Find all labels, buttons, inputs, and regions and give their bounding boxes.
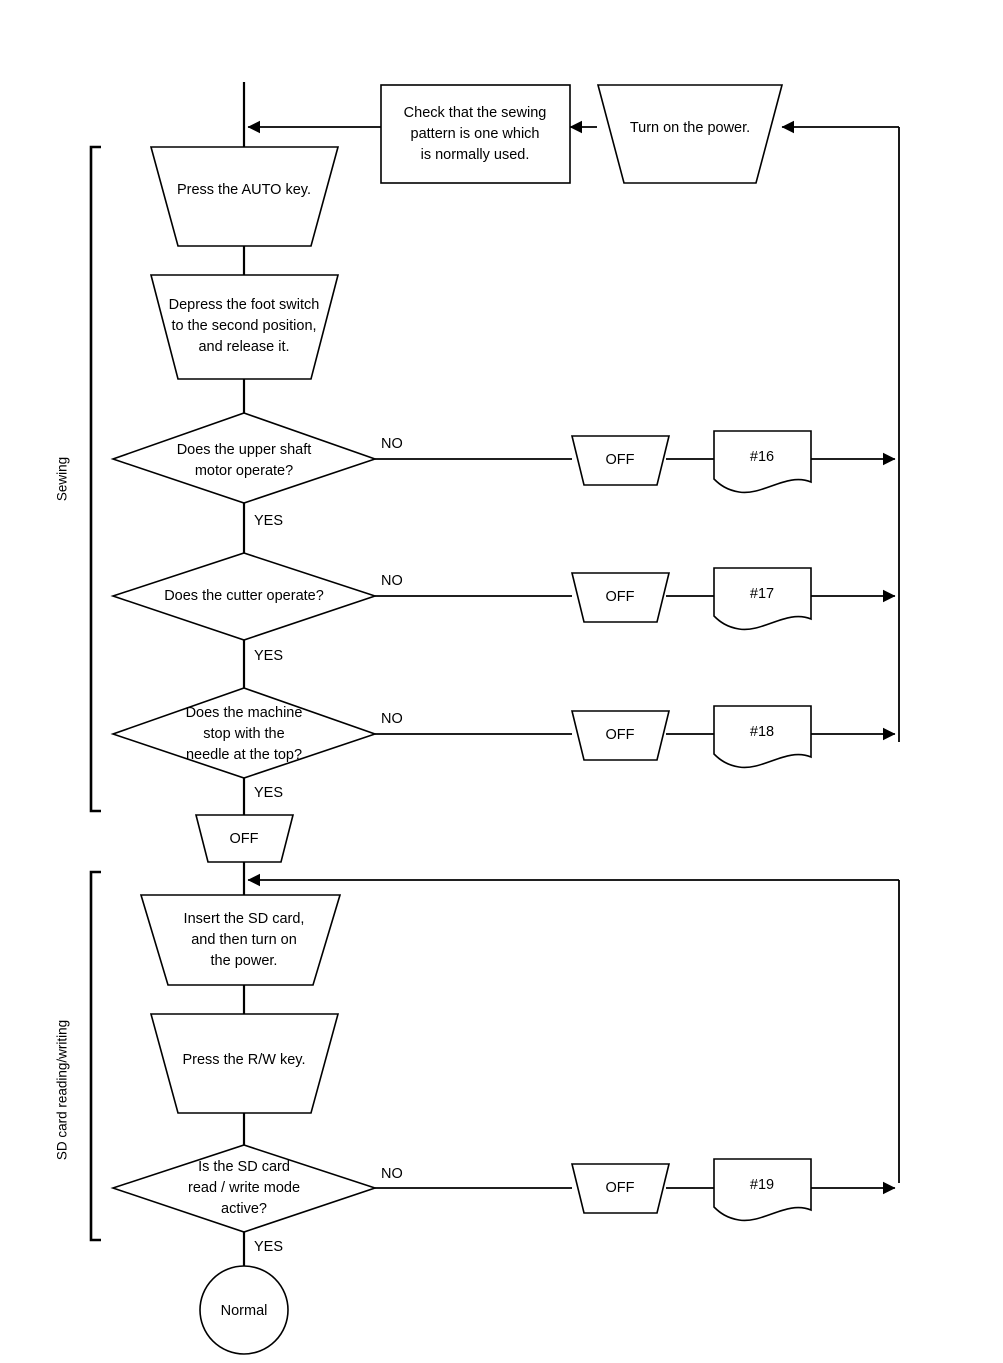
group-bracket-sewing (89, 145, 101, 813)
node-foot-switch[interactable]: Depress the foot switch to the second po… (149, 274, 340, 380)
edge-label-yes-1: YES (254, 513, 283, 529)
node-q-cutter-line1: Does the cutter operate? (164, 588, 324, 604)
node-reference-17[interactable]: #17 (713, 567, 812, 631)
node-reference-18[interactable]: #18 (713, 705, 812, 769)
node-press-rw[interactable]: Press the R/W key. (149, 1013, 340, 1114)
node-normal-label: Normal (221, 1303, 268, 1319)
node-reference-16-label: #16 (750, 449, 774, 465)
node-foot-switch-line3: and release it. (198, 339, 289, 355)
node-power-on-label: Turn on the power. (630, 120, 750, 136)
edge-label-no-1: NO (381, 436, 403, 452)
node-check-pattern-line3: is normally used. (421, 147, 530, 163)
node-insert-sd[interactable]: Insert the SD card, and then turn on the… (139, 894, 342, 986)
node-q-needle-line3: needle at the top? (186, 747, 302, 763)
node-insert-sd-line1: Insert the SD card, (184, 911, 305, 927)
node-q-sd-mode-line2: read / write mode (188, 1180, 300, 1196)
node-foot-switch-line1: Depress the foot switch (169, 297, 320, 313)
node-question-cutter[interactable]: Does the cutter operate? (110, 552, 378, 641)
node-question-sd-mode[interactable]: Is the SD card read / write mode active? (110, 1144, 378, 1233)
node-off-17-label: OFF (606, 589, 635, 605)
node-off-17[interactable]: OFF (570, 572, 671, 623)
node-reference-19-label: #19 (750, 1177, 774, 1193)
group-label-sewing: Sewing (55, 457, 70, 501)
edge-label-no-3: NO (381, 711, 403, 727)
node-press-auto[interactable]: Press the AUTO key. (149, 146, 340, 247)
node-off-sewing-label: OFF (230, 831, 259, 847)
group-label-sd-card: SD card reading/writing (55, 1020, 70, 1160)
node-off-16[interactable]: OFF (570, 435, 671, 486)
node-q-sd-mode-line3: active? (221, 1201, 267, 1217)
edge-label-no-2: NO (381, 573, 403, 589)
node-q-sd-mode-line1: Is the SD card (198, 1159, 290, 1175)
edge-label-yes-2: YES (254, 648, 283, 664)
node-press-rw-label: Press the R/W key. (182, 1052, 305, 1068)
node-reference-19[interactable]: #19 (713, 1158, 812, 1222)
edge-label-yes-4: YES (254, 1239, 283, 1255)
node-insert-sd-line2: and then turn on (191, 932, 297, 948)
node-reference-16[interactable]: #16 (713, 430, 812, 494)
node-reference-18-label: #18 (750, 724, 774, 740)
node-off-19-label: OFF (606, 1180, 635, 1196)
group-bracket-sd (89, 870, 101, 1242)
node-off-18-label: OFF (606, 727, 635, 743)
node-off-19[interactable]: OFF (570, 1163, 671, 1214)
node-check-pattern-line2: pattern is one which (411, 126, 540, 142)
node-foot-switch-line2: to the second position, (171, 318, 316, 334)
node-off-16-label: OFF (606, 452, 635, 468)
node-normal-terminator[interactable]: Normal (199, 1265, 289, 1355)
node-reference-17-label: #17 (750, 586, 774, 602)
node-q-upper-shaft-line2: motor operate? (195, 463, 293, 479)
node-check-pattern[interactable]: Check that the sewing pattern is one whi… (380, 84, 571, 184)
node-question-needle-top[interactable]: Does the machine stop with the needle at… (110, 687, 378, 779)
node-off-18[interactable]: OFF (570, 710, 671, 761)
node-power-on[interactable]: Turn on the power. (596, 84, 784, 184)
edge-label-no-4: NO (381, 1166, 403, 1182)
node-check-pattern-line1: Check that the sewing (404, 105, 547, 121)
edge-label-yes-3: YES (254, 785, 283, 801)
node-q-needle-line1: Does the machine (186, 705, 303, 721)
node-press-auto-label: Press the AUTO key. (177, 182, 311, 198)
node-q-upper-shaft-line1: Does the upper shaft (177, 442, 312, 458)
node-off-sewing[interactable]: OFF (194, 814, 295, 863)
node-question-upper-shaft[interactable]: Does the upper shaft motor operate? (110, 412, 378, 504)
node-q-needle-line2: stop with the (203, 726, 284, 742)
node-insert-sd-line3: the power. (211, 953, 278, 969)
